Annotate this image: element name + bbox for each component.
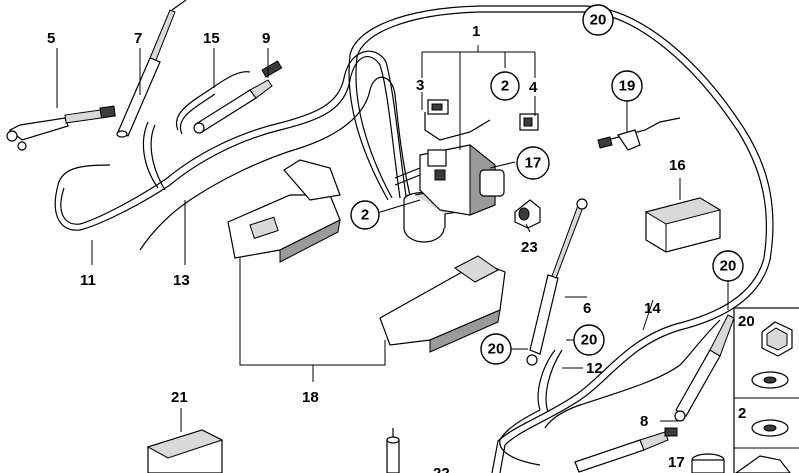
label-8: 8 [640, 413, 648, 430]
leader-lines [56, 45, 729, 432]
label-14: 14 [644, 300, 661, 317]
cable-19 [597, 117, 681, 151]
label-19: 19 [619, 78, 636, 95]
label-4: 4 [529, 79, 538, 96]
valve-23 [514, 199, 541, 229]
hydraulic-cylinder-8b [574, 427, 678, 473]
label-3: 3 [416, 77, 424, 94]
circle-20-bottom [573, 324, 605, 356]
relay-3 [424, 99, 491, 141]
label-20-right: 20 [720, 258, 737, 275]
label-2-top: 2 [501, 78, 509, 95]
connector-9 [261, 60, 283, 78]
panel-label-17: 17 [668, 454, 685, 471]
hydraulic-cylinder-15 [175, 71, 273, 135]
label-9: 9 [262, 30, 270, 47]
seal-ring-icon [751, 419, 789, 437]
gas-strut-6 [526, 198, 588, 366]
label-17: 17 [525, 155, 542, 172]
clip-icon [761, 321, 793, 357]
label-16: 16 [669, 157, 686, 174]
label-18: 18 [302, 389, 319, 406]
hydraulic-line-20 [348, 5, 774, 473]
hydraulic-cylinder-5 [6, 105, 116, 151]
circle-20-top [582, 4, 614, 36]
label-12: 12 [586, 360, 603, 377]
circle-2-top [490, 71, 520, 101]
label-13: 13 [173, 272, 190, 289]
label-20-bottom: 20 [581, 332, 598, 349]
label-15: 15 [203, 30, 220, 47]
circled-labels: 2 2 17 19 20 20 20 20 [350, 4, 744, 365]
circle-2-left [350, 200, 380, 230]
label-20-top: 20 [590, 12, 607, 29]
label-2-left: 2 [361, 207, 369, 224]
label-7: 7 [134, 30, 142, 47]
circle-20-right [712, 250, 744, 282]
connector-4 [519, 113, 539, 131]
side-panel-labels: 20 2 17 [668, 313, 755, 471]
panel-label-2: 2 [738, 405, 746, 422]
label-11: 11 [80, 272, 96, 289]
label-21: 21 [171, 389, 188, 406]
hydraulic-cylinder-7 [116, 0, 187, 138]
box-16 [644, 197, 722, 253]
label-6: 6 [583, 300, 591, 317]
hydraulic-line-11-13 [54, 50, 411, 251]
label-1: 1 [472, 23, 480, 40]
washer-icon [751, 371, 789, 389]
circle-17 [516, 146, 550, 180]
part-22 [386, 428, 400, 473]
cap-icon [691, 453, 791, 473]
circle-20-bottom-left [480, 333, 512, 365]
label-22: 22 [433, 465, 450, 473]
label-20-bottom-left: 20 [488, 341, 505, 358]
tray-18-lower [379, 255, 506, 353]
hydraulic-line-12-14 [499, 319, 721, 466]
label-23: 23 [521, 239, 538, 256]
hydraulic-cylinder-8 [674, 314, 735, 422]
pump-unit-1 [394, 143, 505, 243]
callout-labels: 1 3 4 5 6 7 8 9 11 12 13 14 15 16 18 21 … [47, 23, 686, 473]
tray-18-upper [227, 159, 341, 263]
panel-label-20: 20 [738, 313, 755, 330]
circle-19 [611, 70, 643, 102]
box-21 [146, 429, 224, 473]
label-5: 5 [47, 30, 55, 47]
